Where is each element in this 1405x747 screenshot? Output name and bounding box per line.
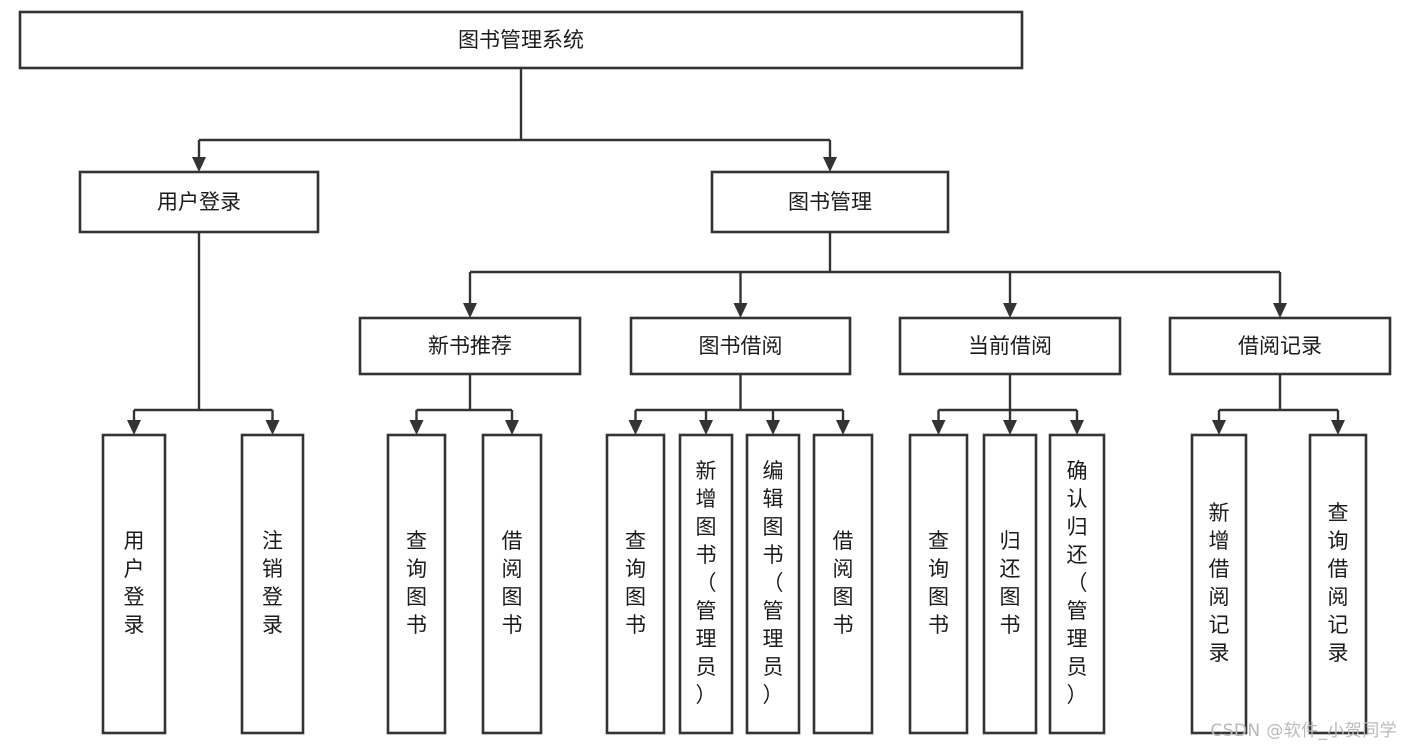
arrow-head-icon: [766, 420, 780, 435]
arrow-head-icon: [823, 157, 837, 172]
arrow-head-icon: [1003, 303, 1017, 318]
node-label-leaf-edit-book: 编辑图书（管理员）: [763, 459, 784, 707]
node-root-root[interactable]: [18, 10, 1024, 70]
connector-layer: [127, 68, 1345, 435]
arrow-head-icon: [931, 420, 946, 435]
node-label-borrow-record: 借阅记录: [1238, 334, 1322, 358]
arrow-head-icon: [699, 420, 713, 435]
node-label-leaf-add-book: 新增图书（管理员）: [696, 459, 717, 707]
node-label-leaf-query-record: 查询借阅记录: [1328, 501, 1349, 665]
node-current-borrow[interactable]: [898, 316, 1122, 376]
node-label-leaf-borrow-book-1: 借阅图书: [502, 529, 523, 637]
node-leaf-query-book-1[interactable]: [386, 433, 447, 735]
node-label-leaf-add-record: 新增借阅记录: [1209, 501, 1230, 665]
arrow-head-icon: [409, 420, 424, 435]
node-leaf-confirm-return[interactable]: [1048, 433, 1106, 735]
node-label-leaf-confirm-return: 确认归还（管理员）: [1067, 459, 1088, 707]
arrow-head-icon: [628, 420, 643, 435]
node-leaf-return-book[interactable]: [982, 433, 1038, 735]
arrow-head-icon: [192, 157, 206, 172]
arrow-head-icon: [127, 420, 141, 435]
node-label-leaf-query-book-2: 查询图书: [625, 529, 646, 637]
arrow-head-icon: [505, 420, 519, 435]
arrow-head-icon: [1003, 420, 1017, 435]
node-book-manage[interactable]: [710, 170, 950, 234]
arrow-head-icon: [265, 420, 280, 435]
node-leaf-add-record[interactable]: [1190, 433, 1248, 735]
arrow-head-icon: [1212, 420, 1226, 435]
node-new-book-recommend[interactable]: [358, 316, 582, 376]
node-leaf-user-login[interactable]: [101, 433, 167, 735]
node-label-user-login: 用户登录: [157, 190, 241, 214]
node-leaf-query-book-2[interactable]: [605, 433, 666, 735]
node-label-root: 图书管理系统: [458, 28, 584, 52]
node-leaf-query-book-3[interactable]: [908, 433, 969, 735]
node-leaf-user-logout[interactable]: [240, 433, 305, 735]
node-leaf-edit-book[interactable]: [745, 433, 801, 735]
node-label-current-borrow: 当前借阅: [968, 334, 1052, 358]
arrow-head-icon: [836, 420, 850, 435]
node-label-leaf-user-login: 用户登录: [124, 529, 145, 637]
node-leaf-query-record[interactable]: [1308, 433, 1368, 735]
node-leaf-borrow-book-1[interactable]: [481, 433, 543, 735]
node-label-new-book-recommend: 新书推荐: [428, 334, 512, 358]
arrow-head-icon: [1331, 420, 1345, 435]
node-user-login[interactable]: [78, 170, 320, 234]
node-label-leaf-return-book: 归还图书: [1000, 529, 1021, 637]
node-label-book-borrow: 图书借阅: [699, 334, 783, 358]
arrow-head-icon: [463, 303, 477, 318]
node-label-book-manage: 图书管理: [788, 190, 872, 214]
node-leaf-borrow-book-2[interactable]: [812, 433, 874, 735]
arrow-head-icon: [733, 303, 748, 318]
node-label-leaf-user-logout: 注销登录: [262, 529, 283, 637]
node-borrow-record[interactable]: [1168, 316, 1392, 376]
node-book-borrow[interactable]: [629, 316, 852, 376]
node-leaf-add-book[interactable]: [678, 433, 734, 735]
node-label-leaf-query-book-3: 查询图书: [928, 529, 949, 637]
node-label-leaf-borrow-book-2: 借阅图书: [833, 529, 854, 637]
arrow-head-icon: [1070, 420, 1084, 435]
node-label-leaf-query-book-1: 查询图书: [406, 529, 427, 637]
node-layer: 图书管理系统用户登录图书管理新书推荐图书借阅当前借阅借阅记录用户登录注销登录查询…: [18, 10, 1392, 735]
arrow-head-icon: [1273, 303, 1287, 318]
